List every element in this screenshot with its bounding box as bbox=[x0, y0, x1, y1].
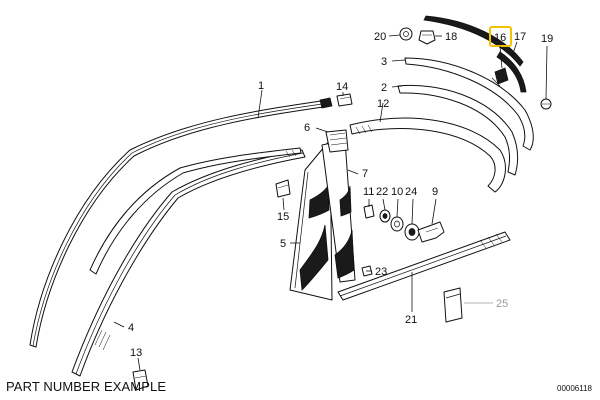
part-12-rear-molding bbox=[349, 117, 506, 193]
part-2-window-molding bbox=[397, 84, 519, 176]
part-9-bracket bbox=[417, 221, 445, 243]
label-part-11: 11 bbox=[363, 186, 374, 198]
part-21-sill-molding bbox=[337, 231, 511, 301]
label-part-7: 7 bbox=[362, 168, 368, 180]
label-part-3: 3 bbox=[381, 56, 387, 68]
part-17-seal-strip bbox=[423, 15, 527, 93]
part-18-screw bbox=[418, 30, 436, 45]
label-part-19: 19 bbox=[541, 33, 553, 45]
footer-caption: PART NUMBER EXAMPLE bbox=[6, 379, 167, 394]
part-15-clip bbox=[275, 179, 291, 198]
part-10-grommet bbox=[390, 216, 404, 232]
part-labels: 1 2 3 4 5 6 7 9 10 11 12 13 14 15 16 17 … bbox=[128, 31, 553, 359]
part-22-washer bbox=[379, 209, 391, 223]
label-part-17: 17 bbox=[514, 31, 526, 43]
label-part-23: 23 bbox=[375, 266, 387, 278]
part-16-clip bbox=[491, 67, 509, 87]
label-part-9: 9 bbox=[432, 186, 438, 198]
label-part-13: 13 bbox=[130, 347, 142, 359]
label-part-22: 22 bbox=[376, 186, 388, 198]
part-3-window-molding bbox=[404, 57, 534, 151]
label-part-21: 21 bbox=[405, 314, 417, 326]
label-part-12: 12 bbox=[377, 98, 389, 110]
part-25-end-cap bbox=[443, 287, 463, 323]
part-20-nut bbox=[399, 27, 413, 41]
part-7-pillar-cover bbox=[321, 139, 356, 283]
part-5-pillar-trim bbox=[289, 139, 333, 301]
label-part-4: 4 bbox=[128, 322, 134, 334]
part-24-grommet bbox=[404, 223, 420, 241]
part-1-upper-frame-molding bbox=[29, 97, 333, 348]
label-part-25: 25 bbox=[496, 298, 508, 310]
leader-lines bbox=[113, 34, 548, 371]
label-part-18: 18 bbox=[445, 31, 457, 43]
part-4-lower-frame-molding bbox=[71, 147, 306, 377]
label-part-20: 20 bbox=[374, 31, 386, 43]
label-part-5: 5 bbox=[280, 238, 286, 250]
part-19-screw bbox=[540, 98, 552, 110]
label-part-6: 6 bbox=[304, 122, 310, 134]
part-6-pillar-cap bbox=[325, 129, 349, 153]
part-13-clip bbox=[132, 369, 149, 391]
label-part-2: 2 bbox=[381, 82, 387, 94]
label-part-1: 1 bbox=[258, 80, 264, 92]
drawing-code: 00006118 bbox=[557, 384, 592, 393]
part-14-clip bbox=[336, 93, 353, 107]
label-part-15: 15 bbox=[277, 211, 289, 223]
label-part-24: 24 bbox=[405, 186, 417, 198]
label-part-16: 16 bbox=[494, 32, 506, 44]
label-part-14: 14 bbox=[336, 81, 348, 93]
part-16-highlight-box bbox=[489, 26, 512, 47]
label-part-10: 10 bbox=[391, 186, 403, 198]
